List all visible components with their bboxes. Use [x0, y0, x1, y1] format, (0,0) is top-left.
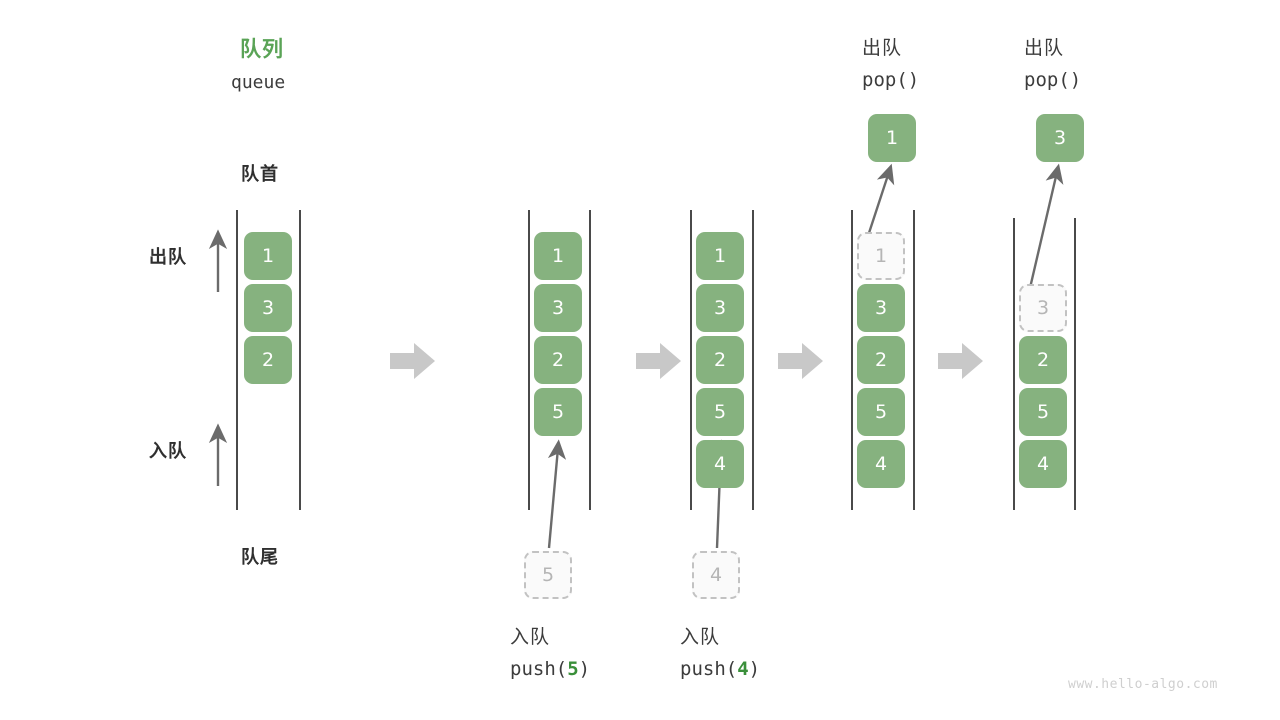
pop1-arrow — [866, 163, 895, 237]
pending-push-element: 5 — [524, 551, 572, 599]
dequeue-label: 出队 — [149, 247, 187, 268]
push5-code-pre: push( — [510, 658, 568, 680]
pop2-arrow — [1028, 163, 1064, 289]
pop1-title-cn: 出队 — [862, 37, 903, 59]
removed-element: 3 — [1019, 284, 1067, 332]
push5-code-arg: 5 — [567, 658, 579, 680]
pop2-title-cn: 出队 — [1024, 37, 1065, 59]
step-arrow-icon — [390, 343, 435, 379]
front-label: 队首 — [241, 164, 279, 185]
queue-element-new: 4 — [696, 440, 744, 488]
queue-element: 2 — [857, 336, 905, 384]
queue-element: 5 — [1019, 388, 1067, 436]
queue-rail-right-3 — [752, 210, 754, 510]
push4-code-pre: push( — [680, 658, 738, 680]
queue-element: 2 — [534, 336, 582, 384]
step-arrow-icon — [938, 343, 983, 379]
queue-element: 3 — [244, 284, 292, 332]
push4-caption-cn: 入队 — [680, 626, 721, 648]
rear-label: 队尾 — [241, 547, 279, 568]
queue-element-new: 5 — [534, 388, 582, 436]
push4-code-post: ) — [748, 658, 761, 680]
push5-caption-code: push(5) — [510, 658, 590, 680]
queue-rail-left-2 — [528, 210, 530, 510]
page-subtitle: queue — [231, 72, 286, 93]
queue-element: 1 — [696, 232, 744, 280]
queue-rail-right-5 — [1074, 218, 1076, 510]
push5-code-post: ) — [578, 658, 591, 680]
queue-rail-left-3 — [690, 210, 692, 510]
queue-element: 3 — [696, 284, 744, 332]
push5-caption-cn: 入队 — [510, 626, 551, 648]
queue-element: 3 — [534, 284, 582, 332]
queue-element: 1 — [244, 232, 292, 280]
pending-push-element: 4 — [692, 551, 740, 599]
queue-rail-left-1 — [236, 210, 238, 510]
queue-element: 2 — [244, 336, 292, 384]
popped-element: 3 — [1036, 114, 1084, 162]
push5-arrow — [547, 439, 567, 549]
pop1-title-code: pop() — [862, 69, 920, 91]
queue-element: 3 — [857, 284, 905, 332]
queue-rail-right-1 — [299, 210, 301, 510]
step-arrow-icon — [778, 343, 823, 379]
queue-element: 5 — [857, 388, 905, 436]
queue-element: 2 — [1019, 336, 1067, 384]
queue-element: 2 — [696, 336, 744, 384]
page-title: 队列 — [240, 37, 284, 61]
watermark: www.hello-algo.com — [1068, 677, 1218, 692]
queue-element: 5 — [696, 388, 744, 436]
queue-rail-left-4 — [851, 210, 853, 510]
push4-caption-code: push(4) — [680, 658, 760, 680]
queue-element: 4 — [1019, 440, 1067, 488]
queue-rail-right-4 — [913, 210, 915, 510]
queue-element: 4 — [857, 440, 905, 488]
pop2-title-code: pop() — [1024, 69, 1082, 91]
step-arrow-icon — [636, 343, 681, 379]
enqueue-label: 入队 — [149, 441, 187, 462]
queue-rail-right-2 — [589, 210, 591, 510]
queue-rail-left-5 — [1013, 218, 1015, 510]
push4-code-arg: 4 — [737, 658, 749, 680]
popped-element: 1 — [868, 114, 916, 162]
queue-element: 1 — [534, 232, 582, 280]
removed-element: 1 — [857, 232, 905, 280]
